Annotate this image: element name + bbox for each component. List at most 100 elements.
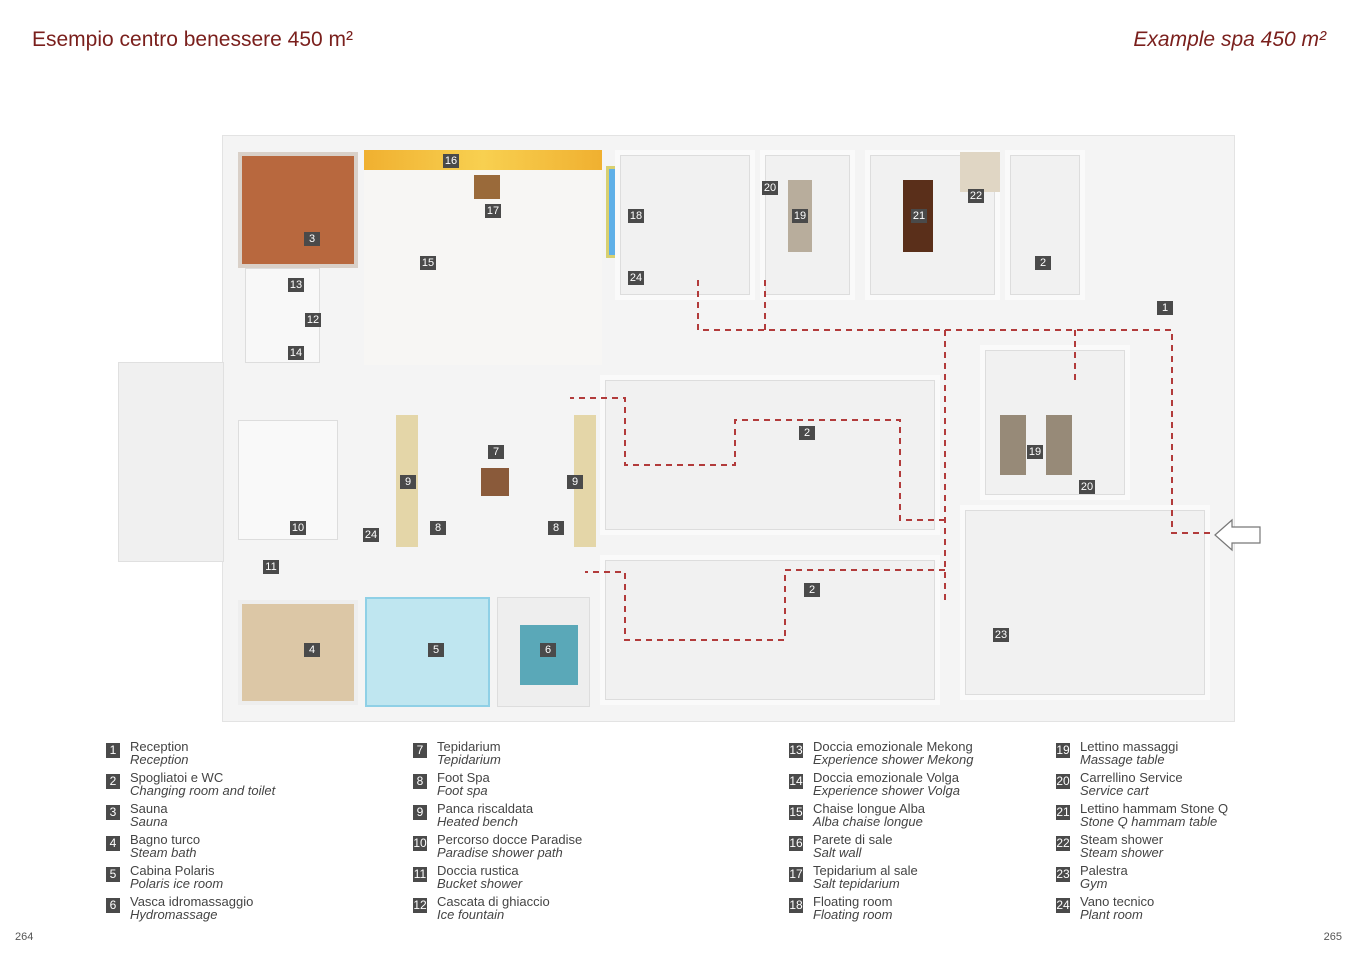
legend-number: 18 [789,898,803,913]
massage-table-a [1000,415,1026,475]
legend-label-it: Sauna [130,801,168,816]
legend-number: 24 [1056,898,1070,913]
legend-label-it: Carrellino Service [1080,770,1183,785]
legend-label-it: Cabina Polaris [130,863,215,878]
marker: 15 [420,256,436,270]
legend-label-en: Paradise shower path [437,844,563,860]
legend-label-it: Tepidarium al sale [813,863,918,878]
marker: 14 [288,346,304,360]
marker: 6 [540,643,556,657]
legend-label-en: Reception [130,751,189,767]
marker: 18 [628,209,644,223]
legend-label-it: Bagno turco [130,832,201,847]
legend-label-it: Reception [130,739,189,754]
legend-number: 9 [413,805,427,820]
legend-number: 10 [413,836,427,851]
legend-number: 23 [1056,867,1070,882]
legend-number: 16 [789,836,803,851]
legend-number: 19 [1056,743,1070,758]
legend-label-en: Experience shower Volga [813,782,960,798]
legend-label-en: Bucket shower [437,875,523,891]
sauna-room [238,152,358,268]
legend-number: 20 [1056,774,1070,789]
legend-label-en: Massage table [1080,751,1165,767]
marker: 16 [443,154,459,168]
floor-plan: 16 17 18 20 19 21 22 2 1 3 15 24 13 12 1… [118,135,1261,722]
legend-label-it: Panca riscaldata [437,801,534,816]
gym [960,505,1210,700]
legend-number: 8 [413,774,427,789]
marker: 11 [263,560,279,574]
massage-table-b [1046,415,1072,475]
legend-label-it: Doccia emozionale Mekong [813,739,973,754]
legend-label-en: Ice fountain [437,906,505,922]
legend-label-it: Vasca idromassaggio [130,894,254,909]
salt-wall [364,150,602,170]
legend-label-en: Hydromassage [130,906,218,922]
legend-label-en: Gym [1080,875,1108,891]
legend-number: 1 [106,743,120,758]
legend-label-en: Tepidarium [437,751,501,767]
marker: 9 [400,475,416,489]
ice-room [365,597,490,707]
page-number-left: 264 [15,931,34,943]
legend-label-it: Floating room [813,894,893,909]
marker: 20 [1079,480,1095,494]
marker: 8 [548,521,564,535]
tepidarium [481,468,509,496]
legend-label-it: Percorso docce Paradise [437,832,583,847]
legend-number: 6 [106,898,120,913]
legend-label-it: Spogliatoi e WC [130,770,224,785]
legend-number: 21 [1056,805,1070,820]
legend-label-en: Sauna [130,813,168,829]
legend-label-en: Foot spa [437,782,488,798]
legend-label-en: Stone Q hammam table [1080,813,1218,829]
marker: 2 [799,426,815,440]
legend-label-it: Doccia rustica [437,863,519,878]
legend-label-en: Polaris ice room [130,875,224,891]
marker: 13 [288,278,304,292]
title-english: Example spa 450 m² [1133,28,1326,51]
legend-number: 5 [106,867,120,882]
steam-bath [238,600,358,705]
steam-shower [960,152,1000,192]
marker: 24 [363,528,379,542]
page-number-right: 265 [1323,931,1342,943]
legend-label-it: Vano tecnico [1080,894,1155,909]
legend-label-en: Experience shower Mekong [813,751,974,767]
marker: 19 [792,209,808,223]
marker: 12 [305,313,321,327]
legend-label-it: Lettino massaggi [1080,739,1179,754]
stair-wing [118,362,224,562]
paradise-shower-path [238,420,338,540]
marker: 19 [1027,445,1043,459]
legend-number: 2 [106,774,120,789]
legend-number: 4 [106,836,120,851]
marker: 24 [628,271,644,285]
legend-number: 3 [106,805,120,820]
legend-number: 11 [413,867,427,882]
entrance-arrow-icon [1214,518,1261,552]
heated-bench-right [574,415,596,547]
room-changing-top [1005,150,1085,300]
legend-number: 13 [789,743,803,758]
marker: 22 [968,189,984,203]
walking-path [570,280,1261,641]
legend-label-it: Steam shower [1080,832,1164,847]
title-italian: Esempio centro benessere 450 m² [32,28,353,51]
